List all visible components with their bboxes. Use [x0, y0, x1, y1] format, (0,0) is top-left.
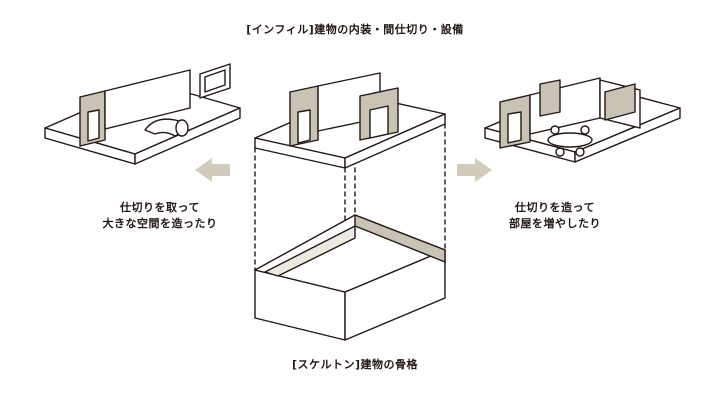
left-caption-line-2: 大きな空間を造ったり [102, 217, 218, 230]
infill-title: [インフィル]建物の内装・間仕切り・設備 [246, 23, 464, 36]
right-caption: 仕切りを造って 部屋を増やしたり [455, 200, 655, 232]
right-caption-line-2: 部屋を増やしたり [509, 217, 601, 230]
left-caption: 仕切りを取って 大きな空間を造ったり [60, 200, 260, 232]
left-open-plan [44, 63, 241, 165]
center-infill-floor [254, 72, 446, 169]
skeleton-box [254, 214, 446, 341]
arrow-right-icon [457, 158, 492, 182]
arrow-left-icon [195, 158, 230, 182]
right-caption-line-1: 仕切りを造って [515, 201, 595, 214]
left-caption-line-1: 仕切りを取って [120, 201, 200, 214]
right-partitioned-plan [484, 77, 681, 163]
skeleton-title: [スケルトン]建物の骨格 [291, 358, 419, 371]
